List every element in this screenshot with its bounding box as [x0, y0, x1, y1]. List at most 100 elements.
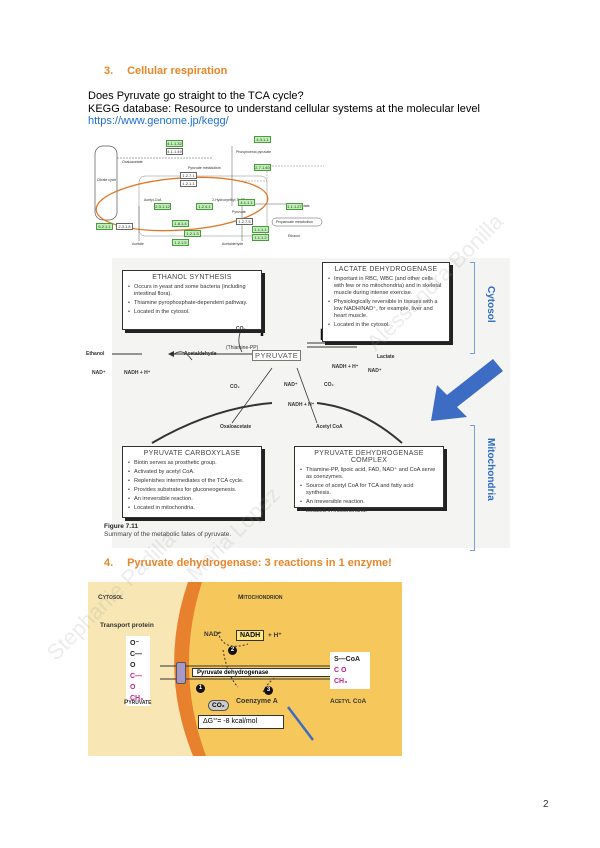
kegg-enzyme[interactable]: 1.2.1.3: [184, 230, 201, 237]
acetyl-coa-label: Acetyl CoA: [330, 698, 367, 705]
label-co2-1: CO₂: [236, 326, 246, 332]
kegg-enzyme[interactable]: 4.3.1.1: [254, 136, 271, 143]
mitochondria-side-label: Mitochondria: [485, 438, 496, 501]
box-item: Physiologically reversible in tissues wi…: [328, 299, 444, 320]
section-number: 4.: [104, 557, 114, 569]
struct-line: C—O: [130, 673, 143, 691]
mitochondrion-label: Mitochondrion: [238, 594, 283, 601]
h-plus-label: + H⁺: [268, 632, 282, 639]
struct-line: O⁻: [130, 640, 140, 647]
label-acetaldehyde: Acetaldehyde: [184, 351, 217, 357]
label-nad-3: NAD⁺: [368, 368, 382, 374]
kegg-label-hydroxyethyl: 2-Hydroxyethyl-ThPP: [212, 198, 246, 202]
ethanol-synthesis-box: ETHANOL SYNTHESIS Occurs in yeast and so…: [122, 270, 262, 330]
coenzyme-a-label: Coenzyme A: [236, 698, 278, 705]
kegg-enzyme[interactable]: 4.1.1.1: [238, 199, 255, 206]
box-item: Thiamine-PP, lipoic acid, FAD, NAD⁺ and …: [300, 467, 438, 481]
kegg-enzyme[interactable]: 1.2.7.1: [180, 172, 197, 179]
box-title: PYRUVATE CARBOXYLASE: [143, 450, 241, 457]
label-co2-2: CO₂: [230, 384, 240, 390]
label-nad-1: NAD⁺: [92, 370, 106, 376]
kegg-enzyme[interactable]: 2.3.1.12: [154, 203, 171, 210]
kegg-enzyme[interactable]: 2.3.1.8: [116, 223, 133, 230]
transport-protein-icon: [176, 662, 186, 684]
kegg-enzyme[interactable]: 1.2.7.5: [236, 218, 253, 225]
box-item: Biotin serves as prosthetic group.: [128, 460, 256, 467]
label-acetyl-coa: Acetyl CoA: [316, 424, 343, 430]
kegg-enzyme[interactable]: 1.2.1.5: [172, 239, 189, 246]
kegg-enzyme[interactable]: 1.2.4.1: [196, 203, 213, 210]
caption-text: Summary of the metabolic fates of pyruva…: [104, 531, 232, 538]
box-title: LACTATE DEHYDROGENASE: [334, 266, 438, 273]
co2-label: CO₂: [208, 700, 229, 711]
kegg-label-citrate: Citrate cycle: [97, 178, 117, 182]
box-title: ETHANOL SYNTHESIS: [152, 274, 232, 281]
kegg-label-ethanol: Ethanol: [288, 234, 300, 238]
kegg-label-acetate: Acetate: [132, 242, 144, 246]
kegg-enzyme[interactable]: 4.1.1.49: [166, 148, 183, 155]
caption-title: Figure 7.11: [104, 523, 138, 530]
kegg-label-acetyl-coa: Acetyl-CoA: [144, 198, 162, 202]
struct-line: S—CoA: [334, 656, 361, 663]
label-nadh-1: NADH + H⁺: [124, 370, 151, 376]
box-item: Important in RBC, WBC (and other cells w…: [328, 276, 444, 297]
box-item: Replenishes intermediates of the TCA cyc…: [128, 478, 256, 485]
kegg-description: KEGG database: Resource to understand ce…: [88, 102, 480, 115]
section-title: Pyruvate dehydrogenase: 3 reactions in 1…: [127, 557, 392, 569]
cytosol-side-label: Cytosol: [485, 286, 496, 323]
box-title: PYRUVATE DEHYDROGENASE COMPLEX: [314, 450, 424, 464]
kegg-label-acetaldehyde: Acetaldehyde: [222, 242, 244, 246]
struct-line: CH₃: [130, 695, 144, 702]
kegg-enzyme[interactable]: 4.1.1.32: [166, 140, 183, 147]
acetyl-coa-structure: S—CoA C O CH₃: [330, 652, 370, 689]
box-item: Provides substrates for gluconeogenesis.: [128, 487, 256, 494]
kegg-lines: [94, 145, 324, 241]
pdh-complex-box: PYRUVATE DEHYDROGENASE COMPLEX Thiamine-…: [294, 446, 444, 515]
box-item: Located in mitochondria.: [128, 505, 256, 512]
box-item: An irreversible reaction.: [128, 496, 256, 503]
kegg-enzyme[interactable]: 1.1.1.27: [286, 203, 303, 210]
cytosol-label: Cytosol: [98, 594, 124, 601]
kegg-enzyme[interactable]: 2.7.1.40: [254, 164, 271, 171]
mitochondria-bracket: [470, 425, 475, 551]
kegg-enzyme[interactable]: 1.1.1.2: [252, 234, 269, 241]
step-2-badge: 2: [228, 646, 237, 655]
box-item: Located in the cytosol.: [328, 322, 444, 329]
section-number: 3.: [104, 65, 114, 77]
cytosol-bracket: [470, 262, 475, 354]
kegg-link[interactable]: https://www.genome.jp/kegg/: [88, 115, 229, 127]
page-number: 2: [543, 799, 549, 810]
box-item: Activated by acetyl CoA.: [128, 469, 256, 476]
lactate-dehydrogenase-box: LACTATE DEHYDROGENASE Important in RBC, …: [322, 262, 450, 342]
delta-g-label: ΔG°'= -8 kcal/mol: [198, 715, 284, 729]
kegg-label-pep: Phosphoenol-pyruvate: [236, 150, 272, 154]
figure-caption: Figure 7.11 Summary of the metabolic fat…: [104, 523, 231, 539]
box-item: Occurs in yeast and some bacteria (inclu…: [128, 284, 256, 298]
pdh-reaction-figure: Cytosol Mitochondrion Transport protein …: [88, 582, 402, 756]
kegg-enzyme[interactable]: 1.1.1.1: [252, 226, 269, 233]
section-title: Cellular respiration: [127, 65, 228, 77]
struct-line: C—O: [130, 651, 143, 669]
box-item: Thiamine pyrophosphate-dependent pathway…: [128, 300, 256, 307]
label-ethanol: Ethanol: [86, 351, 105, 357]
kegg-enzyme[interactable]: 1.2.1.1: [180, 180, 197, 187]
kegg-enzyme[interactable]: 1.8.1.4: [172, 220, 189, 227]
kegg-label-oxaloacetate: Oxaloacetate: [122, 160, 143, 164]
pyruvate-node: PYRUVATE: [252, 350, 302, 361]
pyruvate-structure: O⁻ C—O C—O CH₃: [126, 636, 150, 706]
nadh-label: NADH: [236, 630, 265, 641]
question-text: Does Pyruvate go straight to the TCA cyc…: [88, 90, 304, 102]
step-3-badge: 3: [264, 686, 273, 695]
blue-arrow-icon: [431, 359, 503, 421]
box-item: Source of acetyl CoA for TCA and fatty a…: [300, 483, 438, 497]
struct-line: C O: [334, 667, 347, 674]
pyruvate-carboxylase-box: PYRUVATE CARBOXYLASE Biotin serves as pr…: [122, 446, 262, 518]
kegg-label-pyruvate-metabolism: Pyruvate metabolism: [188, 166, 221, 170]
label-nadh-2: NADH + H⁺: [288, 402, 315, 408]
kegg-pathway-map: Citrate cycle Oxaloacetate Phosphoenol-p…: [92, 136, 324, 248]
label-lactate: Lactate: [377, 354, 395, 360]
intro-paragraph: Does Pyruvate go straight to the TCA cyc…: [88, 90, 480, 128]
box-item: Located in mitochondria.: [300, 508, 438, 515]
kegg-enzyme[interactable]: 6.2.1.1: [96, 223, 113, 230]
pyruvate-dehydrogenase-label: Pyruvate dehydrogenase: [192, 668, 350, 677]
